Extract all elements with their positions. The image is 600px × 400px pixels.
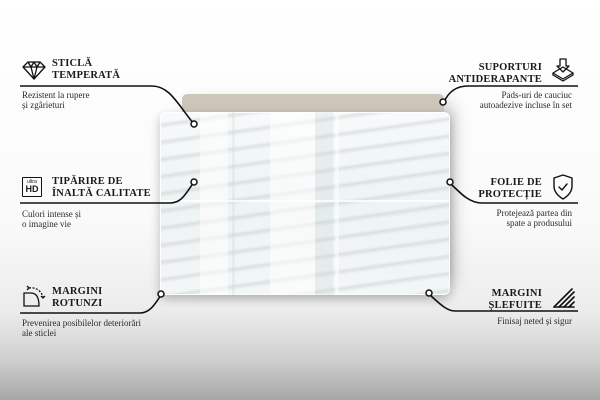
feature-protective-film: Folie de protecție Protejează partea din…: [400, 174, 600, 228]
feature-description: și zgârieturi: [22, 100, 65, 110]
feature-polished-edges: Margini șlefuite Finisaj neted și sigur: [400, 284, 600, 334]
feature-title: temperată: [52, 70, 121, 81]
feature-title: rotunzi: [52, 298, 103, 309]
feature-description: Rezistent la rupere: [22, 90, 90, 100]
feature-title: Margini: [491, 288, 542, 299]
glass-panel-image: [160, 112, 450, 295]
feature-tempered-glass: Sticlă temperată Rezistent la rupere și …: [0, 58, 200, 110]
glass-reflection: [160, 200, 450, 202]
feature-description: Pads-uri de cauciuc: [501, 90, 572, 100]
feature-title: antiderapante: [448, 74, 542, 85]
feature-title: protecție: [478, 189, 542, 200]
feature-title: Margini: [52, 286, 103, 297]
glass-reflection: [335, 112, 339, 295]
feature-hd-printing: ultra HD Tipărire de înaltă calitate Cul…: [0, 174, 200, 229]
shield-check-icon: [553, 174, 573, 200]
feature-description: ale sticlei: [22, 328, 57, 338]
ultra-hd-icon: ultra HD: [22, 177, 42, 197]
feature-description: Protejează partea din: [496, 208, 572, 218]
glass-reflection: [270, 112, 315, 295]
polished-edge-icon: [553, 288, 575, 308]
feature-title: înaltă calitate: [52, 188, 151, 199]
glass-reflection: [315, 112, 333, 295]
feature-title: Folie de: [490, 177, 542, 188]
glass-reflection: [232, 112, 235, 295]
feature-description: o imagine vie: [22, 219, 71, 229]
anti-slip-pad-icon: [552, 58, 574, 82]
rounded-corner-icon: [23, 285, 46, 307]
diamond-icon: [22, 61, 46, 80]
feature-title: Tipărire de: [52, 176, 123, 187]
feature-title: șlefuite: [488, 300, 542, 311]
feature-description: autoadezive incluse în set: [479, 100, 572, 110]
feature-description: spate a produsului: [506, 218, 573, 228]
feature-description: Prevenirea posibilelor deteriorări: [22, 318, 141, 328]
feature-title: Suporturi: [478, 62, 542, 73]
feature-description: Culori intense și: [22, 209, 81, 219]
feature-description: Finisaj neted și sigur: [497, 316, 572, 326]
feature-anti-slip-supports: Suporturi antiderapante Pads-uri de cauc…: [400, 58, 600, 110]
glass-reflection: [200, 112, 228, 295]
feature-title: Sticlă: [52, 58, 93, 69]
feature-rounded-edges: Margini rotunzi Prevenirea posibilelor d…: [0, 284, 200, 338]
